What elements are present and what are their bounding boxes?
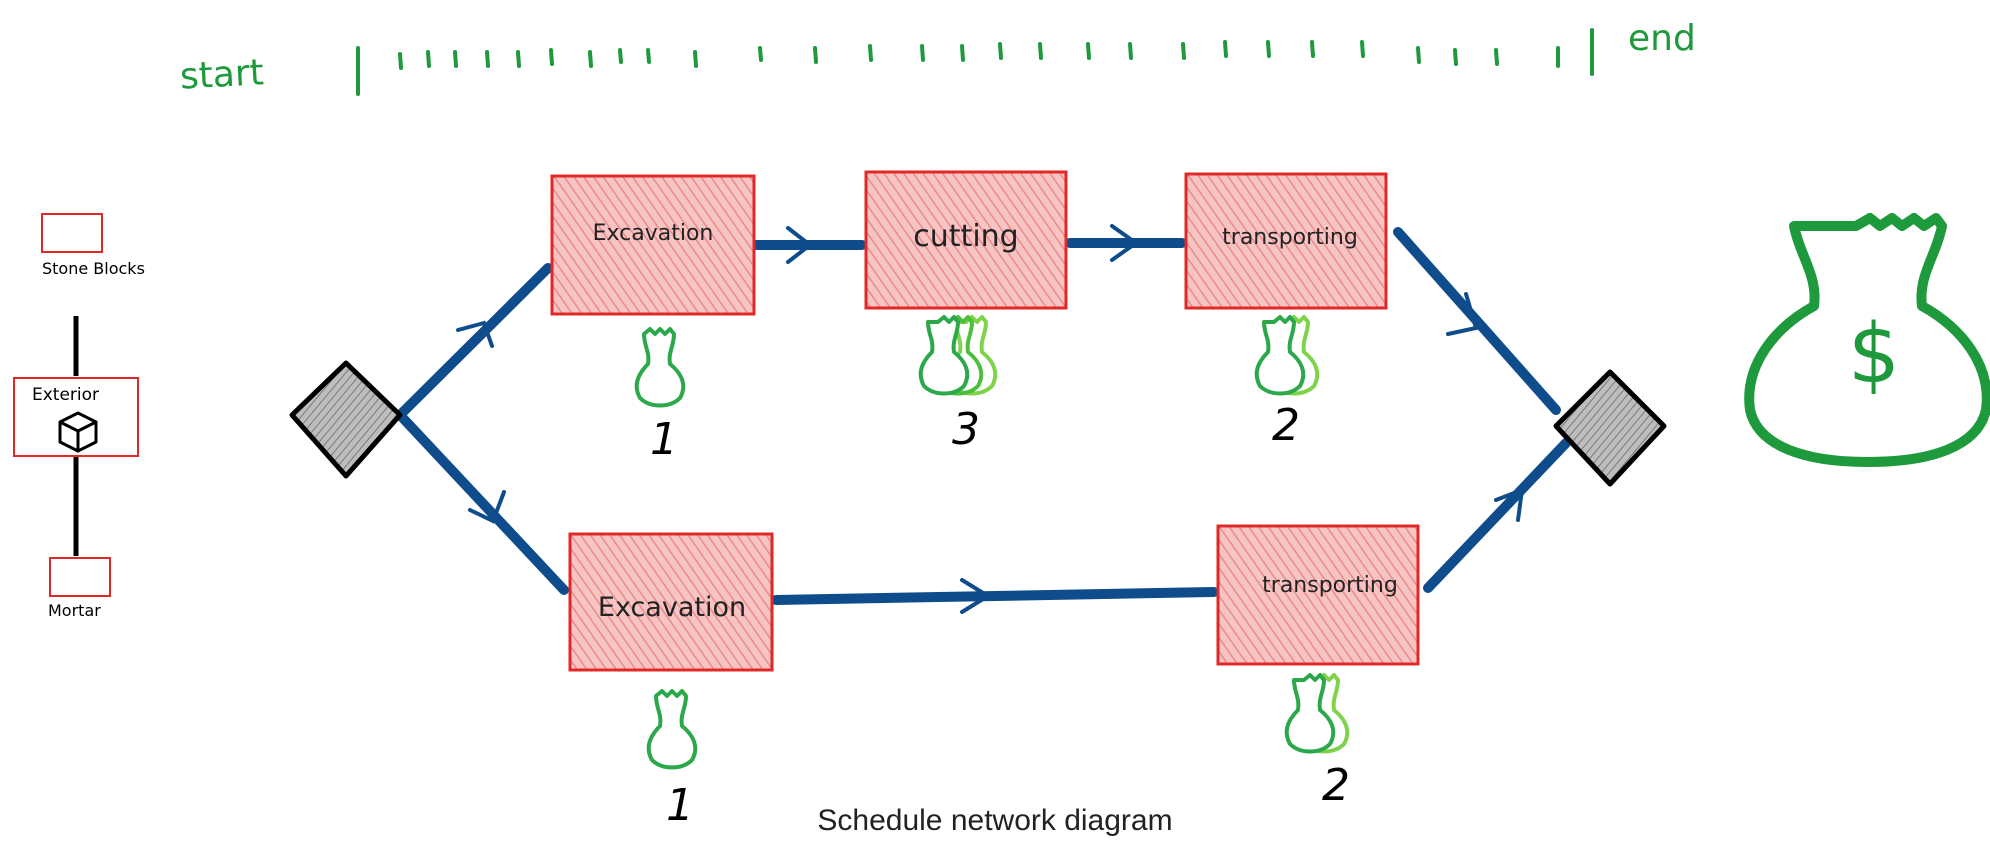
dollar-symbol: $ (1848, 307, 1900, 402)
money-bag-icon (634, 327, 686, 408)
hierarchy-middle-box (13, 377, 139, 457)
edge-start-to-bottom-excavation (395, 410, 569, 595)
timeline-start-label: start (179, 52, 265, 97)
arrowhead-1 (456, 320, 494, 348)
money-bag-icon (1254, 315, 1320, 396)
cost-value: 2 (1272, 400, 1300, 451)
task-bottom-excavation: Excavation (568, 532, 774, 672)
cost-value: 2 (1322, 760, 1350, 811)
hierarchy-tree: Stone Blocks Exterior Mortar (13, 213, 145, 620)
arrowhead-2 (468, 490, 506, 524)
end-node (1553, 369, 1667, 487)
task-label: Excavation (598, 592, 746, 623)
edge-transporting-to-end (1393, 227, 1561, 415)
arrowhead-5 (1446, 292, 1479, 336)
cost-value: 3 (952, 404, 980, 455)
money-bag-icon (918, 315, 998, 396)
money-bag-icon (1284, 673, 1350, 754)
edge-bottom-excavation-to-transporting (771, 587, 1219, 605)
hierarchy-top-box (41, 213, 103, 253)
arrowhead-3 (786, 226, 814, 264)
task-top-cutting: cutting (864, 170, 1068, 310)
cost-value: 1 (650, 414, 678, 465)
task-top-transporting: transporting (1184, 172, 1388, 310)
task-top-excavation: Excavation (550, 174, 756, 316)
hierarchy-bottom-label: Mortar (48, 601, 101, 620)
task-bottom-transporting: transporting (1216, 524, 1420, 666)
arrowhead-7 (1494, 486, 1525, 522)
timeline-end-label: end (1628, 18, 1696, 59)
hierarchy-top-label: Stone Blocks (42, 259, 145, 278)
arrowhead-6 (960, 578, 992, 614)
timeline-ticks (356, 28, 1594, 96)
task-label: transporting (1262, 573, 1398, 598)
task-label: cutting (913, 219, 1018, 254)
edge-start-to-top-excavation (395, 263, 553, 420)
arrowhead-4 (1110, 224, 1140, 262)
hierarchy-bottom-box (49, 557, 111, 597)
money-bag-icon (646, 689, 698, 770)
cost-value: 1 (666, 780, 694, 831)
start-node (289, 360, 403, 479)
edge-bottom-transporting-to-end (1423, 438, 1571, 593)
arrowheads (456, 224, 1525, 614)
big-money-bag-icon: $ (1744, 213, 1990, 467)
task-label: transporting (1222, 225, 1358, 250)
cube-icon (58, 411, 98, 453)
hierarchy-middle-label: Exterior (32, 385, 99, 405)
diagram-caption: Schedule network diagram (817, 804, 1173, 837)
task-label: Excavation (593, 221, 714, 246)
